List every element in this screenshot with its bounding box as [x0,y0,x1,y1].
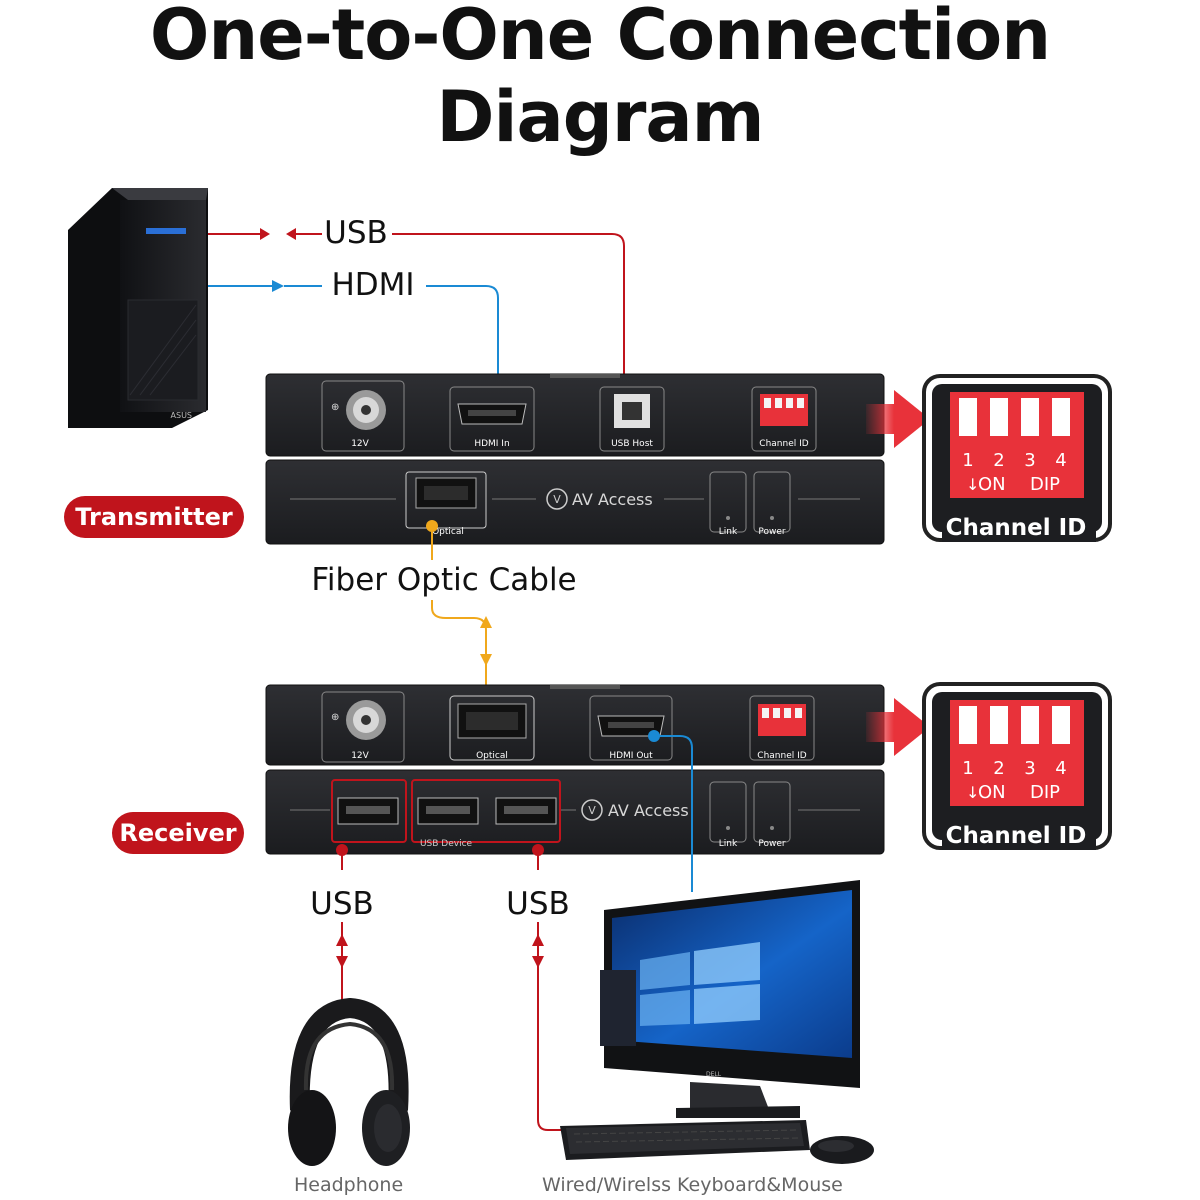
transmitter-channel-id[interactable]: Channel ID [751,386,817,452]
dip-bottom-dip: DIP [1030,782,1060,803]
transmitter-unit: ⊕ 12V HDMI In USB Host [265,373,885,545]
transmitter-power-led-label: Power [758,527,786,537]
mouse-icon [810,1136,874,1164]
monitor-icon: DELL [600,880,860,1118]
transmitter-usb-host-port: USB Host [599,386,665,452]
dip-bottom-on: ON [978,782,1006,803]
dip-switch-panel-top: 1 2 3 4 ↓ ON DIP Channel ID [922,374,1112,542]
receiver-power-led: Power [753,781,791,849]
transmitter-link-led: Link [709,471,747,537]
receiver-link-label: Link [719,839,738,849]
receiver-power-port: ⊕ 12V [321,691,405,763]
dip-top-num-1: 1 [962,450,973,471]
receiver-usb-device-label: USB Device [420,839,473,849]
page-title: One-to-One Connection Diagram [149,0,1051,158]
usb-label-top: USB [324,215,388,251]
receiver-link-led: Link [709,781,747,849]
keyboard-mouse-caption: Wired/Wirelss Keyboard&Mouse [542,1174,843,1196]
usb-cable-headphone [336,844,348,1010]
fiber-label: Fiber Optic Cable [311,562,576,598]
dip-bottom-num-1: 1 [962,758,973,779]
receiver-optical-port: Optical [449,695,535,761]
receiver-usb-device-ports: USB Device [331,779,561,849]
dip-top-arrow: ↓ [966,475,979,494]
transmitter-hdmi-label: HDMI In [474,439,509,449]
transmitter-brand-logo: V AV Access [546,488,653,510]
dip-bottom-num-3: 3 [1024,758,1035,779]
receiver-power-label: 12V [351,751,369,761]
dip-top-dip: DIP [1030,474,1060,495]
usb-label-left: USB [310,886,374,922]
hdmi-label-top: HDMI [331,267,414,303]
channel-id-arrow-top [866,390,930,448]
dip-bottom-num-4: 4 [1055,758,1066,779]
transmitter-power-label: 12V [351,439,369,449]
dip-top-num-3: 3 [1024,450,1035,471]
usb-cable-top [208,228,630,386]
receiver-unit: ⊕ 12V Optical HDMI Out [265,684,885,855]
transmitter-power-led: Power [753,471,791,537]
receiver-hdmi-label: HDMI Out [609,751,653,761]
receiver-badge: Receiver [112,812,244,854]
receiver-hdmi-out-port: HDMI Out [589,695,673,761]
svg-text:⊕: ⊕ [331,402,339,413]
transmitter-hdmi-in-port: HDMI In [449,386,535,452]
dip-top-on: ON [978,474,1006,495]
dip-top-num-4: 4 [1055,450,1066,471]
dip-top-caption: Channel ID [946,515,1087,541]
dip-bottom-arrow: ↓ [966,783,979,802]
transmitter-brand: AV Access [572,490,653,509]
receiver-channel-label: Channel ID [757,751,806,761]
pc-usb-ports [146,228,186,234]
transmitter-link-label: Link [719,527,738,537]
headphone-caption: Headphone [294,1174,404,1196]
dip-bottom-caption: Channel ID [946,823,1087,849]
channel-id-arrow-bottom [866,698,930,756]
keyboard-icon [560,1120,810,1160]
pc-tower: ASUS [68,188,208,428]
transmitter-channel-label: Channel ID [759,439,808,449]
receiver-brand-logo: V AV Access [581,799,689,821]
receiver-channel-id[interactable]: Channel ID [749,695,815,761]
receiver-power-led-label: Power [758,839,786,849]
hdmi-cable-bottom [648,730,693,892]
svg-text:V: V [588,804,596,817]
usb-cable-keyboard [532,844,562,1131]
dip-switch-panel-bottom: 1 2 3 4 ↓ ON DIP Channel ID [922,682,1112,850]
headphone-icon [288,997,410,1166]
transmitter-usb-label: USB Host [611,439,653,449]
transmitter-optical-port: Optical [405,471,487,537]
usb-label-right: USB [506,886,570,922]
pc-brand: ASUS [171,411,192,420]
transmitter-power-port: ⊕ 12V [321,380,405,452]
dip-top-num-2: 2 [993,450,1004,471]
svg-text:V: V [553,493,561,506]
transmitter-optical-label: Optical [432,527,464,537]
receiver-brand: AV Access [608,801,689,820]
dip-bottom-num-2: 2 [993,758,1004,779]
transmitter-badge: Transmitter [64,496,244,538]
receiver-optical-label: Optical [476,751,508,761]
svg-text:⊕: ⊕ [331,712,339,723]
monitor-brand: DELL [706,1071,722,1078]
